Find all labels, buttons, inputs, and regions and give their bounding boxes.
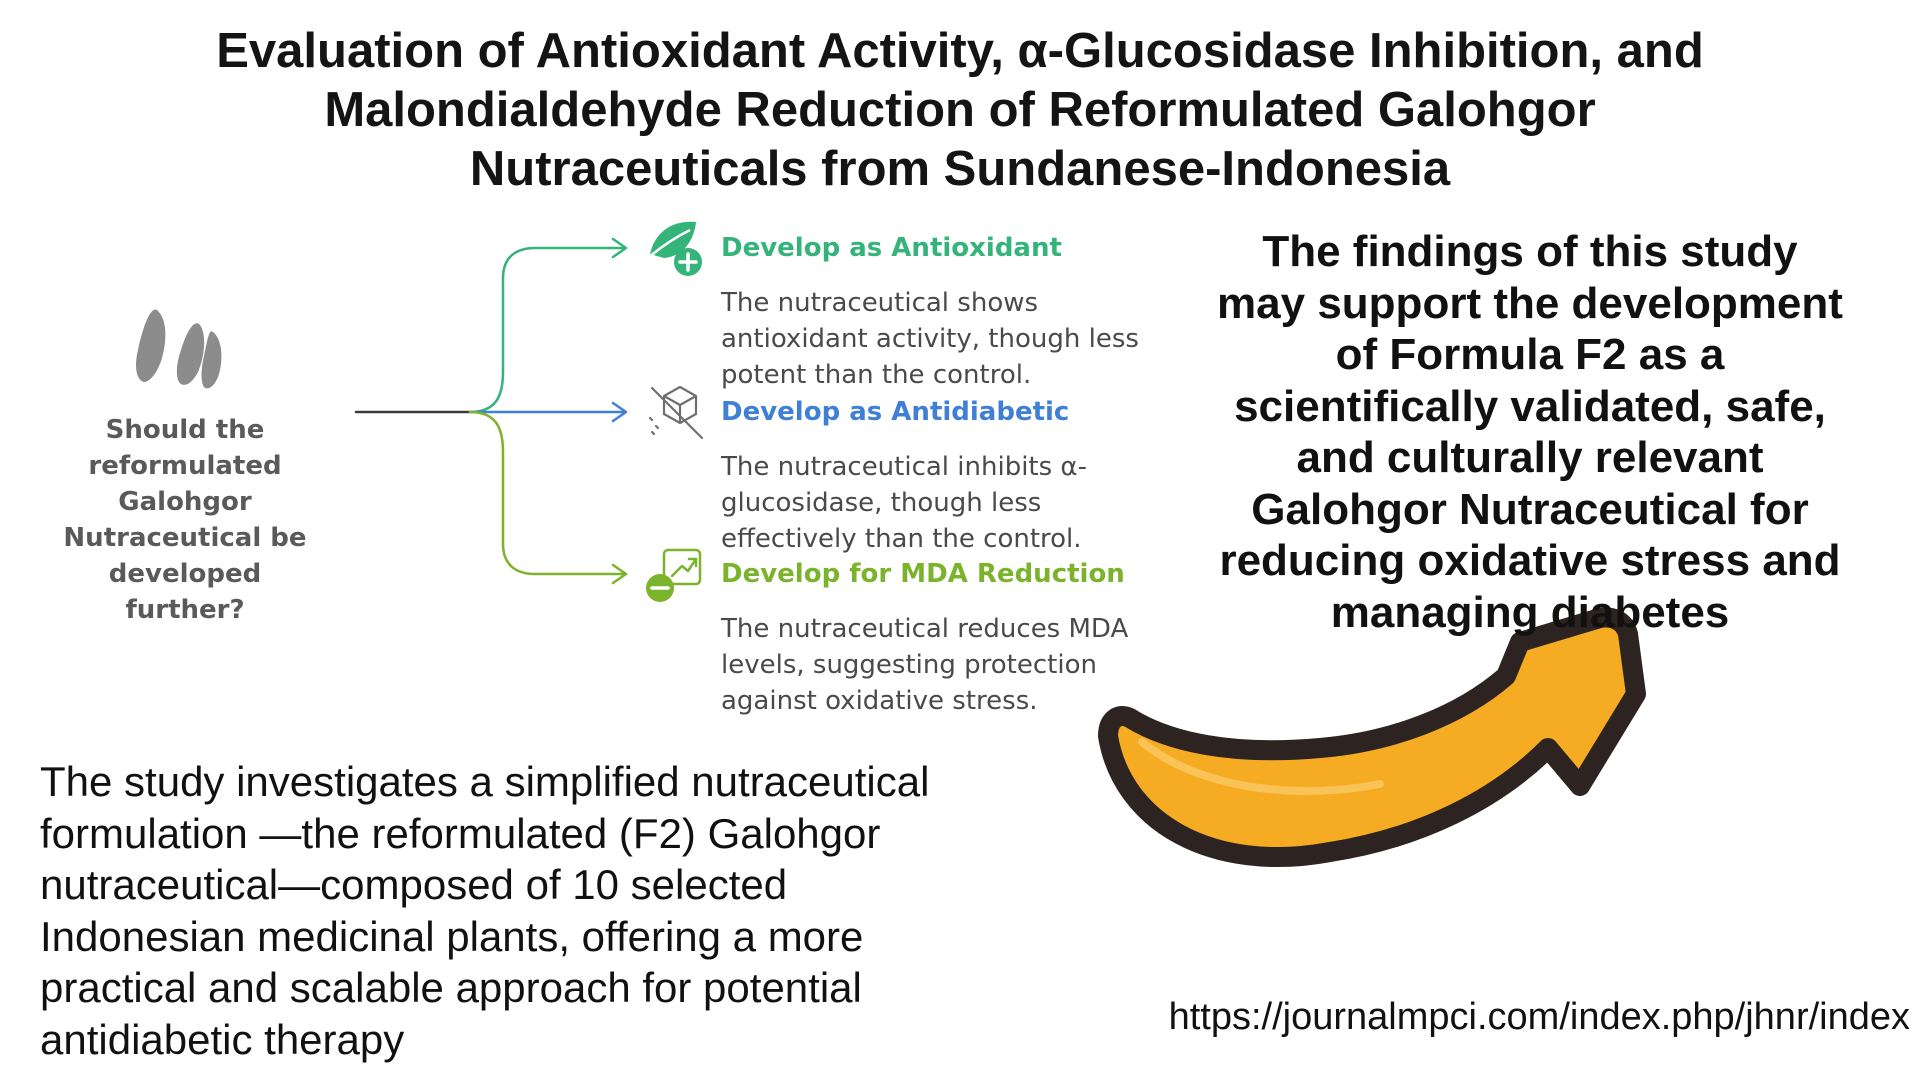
decision-question: Should the reformulated Galohgor Nutrace…: [50, 412, 320, 628]
option-mda-title: Develop for MDA Reduction: [721, 559, 1125, 589]
summary-line: formulation —the reformulated (F2) Galoh…: [40, 809, 881, 857]
question-line-1: Should the: [105, 415, 265, 445]
arrowhead-antidiabetic: [611, 401, 628, 423]
findings-line: of Formula F2 as a: [1335, 330, 1725, 379]
seeds-icon: [136, 309, 222, 389]
option-antioxidant-desc-line: The nutraceutical shows: [721, 288, 1039, 318]
arrowhead-antioxidant: [611, 237, 628, 259]
question-line-3: Galohgor: [118, 487, 252, 517]
option-mda-desc-line: levels, suggesting protection: [721, 650, 1097, 680]
option-antidiabetic-desc-line: glucosidase, though less: [721, 488, 1042, 518]
findings-line: may support the development: [1217, 278, 1843, 328]
option-antioxidant-desc-line: potent than the control.: [721, 360, 1032, 390]
findings-statement: The findings of this study may support t…: [1170, 226, 1890, 638]
study-summary: The study investigates a simplified nutr…: [40, 756, 1080, 1065]
branch-mda: [468, 410, 627, 576]
findings-line: The findings of this study: [1262, 227, 1798, 276]
summary-line: The study investigates a simplified nutr…: [40, 758, 930, 805]
branch-antioxidant: [468, 246, 627, 414]
findings-line: scientifically validated, safe,: [1234, 381, 1826, 431]
page-title: Evaluation of Antioxidant Activity, α-Gl…: [60, 22, 1860, 199]
branch-connectors: [354, 237, 628, 585]
arrowhead-mda: [611, 563, 628, 585]
option-antidiabetic-desc-line: effectively than the control.: [721, 524, 1082, 554]
option-antidiabetic-title: Develop as Antidiabetic: [721, 397, 1070, 427]
trend-minus-icon: [646, 548, 702, 602]
option-mda-desc-line: The nutraceutical reduces MDA: [721, 614, 1129, 644]
summary-line: nutraceutical—composed of 10 selected: [40, 861, 788, 908]
question-line-5: developed further?: [108, 559, 262, 625]
curved-arrow-icon: [1098, 607, 1646, 868]
summary-line: Indonesian medicinal plants, offering a …: [40, 912, 864, 960]
findings-line: and culturally relevant: [1296, 433, 1764, 482]
title-line-3: Nutraceuticals from Sundanese-Indonesia: [469, 142, 1451, 196]
summary-line: practical and scalable approach for pote…: [40, 964, 862, 1011]
findings-line: Galohgor Nutraceutical for: [1251, 484, 1809, 534]
option-antidiabetic-desc-line: The nutraceutical inhibits α-: [721, 452, 1087, 482]
title-line-2: Malondialdehyde Reduction of Reformulate…: [324, 83, 1596, 137]
option-antioxidant-desc-line: antioxidant activity, though less: [721, 324, 1139, 354]
title-line-1: Evaluation of Antioxidant Activity, α-Gl…: [216, 24, 1704, 78]
option-antioxidant-title: Develop as Antioxidant: [721, 233, 1062, 263]
summary-line: antidiabetic therapy: [40, 1015, 405, 1063]
question-line-2: reformulated: [88, 451, 282, 481]
journal-url[interactable]: https://journalmpci.com/index.php/jhnr/i…: [1168, 996, 1910, 1038]
option-mda-desc-line: against oxidative stress.: [721, 686, 1038, 716]
leaf-plus-icon: [647, 221, 702, 276]
option-mda-desc: The nutraceutical reduces MDA levels, su…: [721, 611, 1161, 719]
findings-line: managing diabetes: [1330, 587, 1730, 637]
option-antidiabetic-desc: The nutraceutical inhibits α- glucosidas…: [721, 449, 1161, 557]
no-sugar-cube-icon: [648, 385, 704, 440]
findings-line: reducing oxidative stress and: [1219, 536, 1841, 585]
option-antioxidant-desc: The nutraceutical shows antioxidant acti…: [721, 285, 1161, 393]
question-line-4: Nutraceutical be: [63, 523, 307, 553]
